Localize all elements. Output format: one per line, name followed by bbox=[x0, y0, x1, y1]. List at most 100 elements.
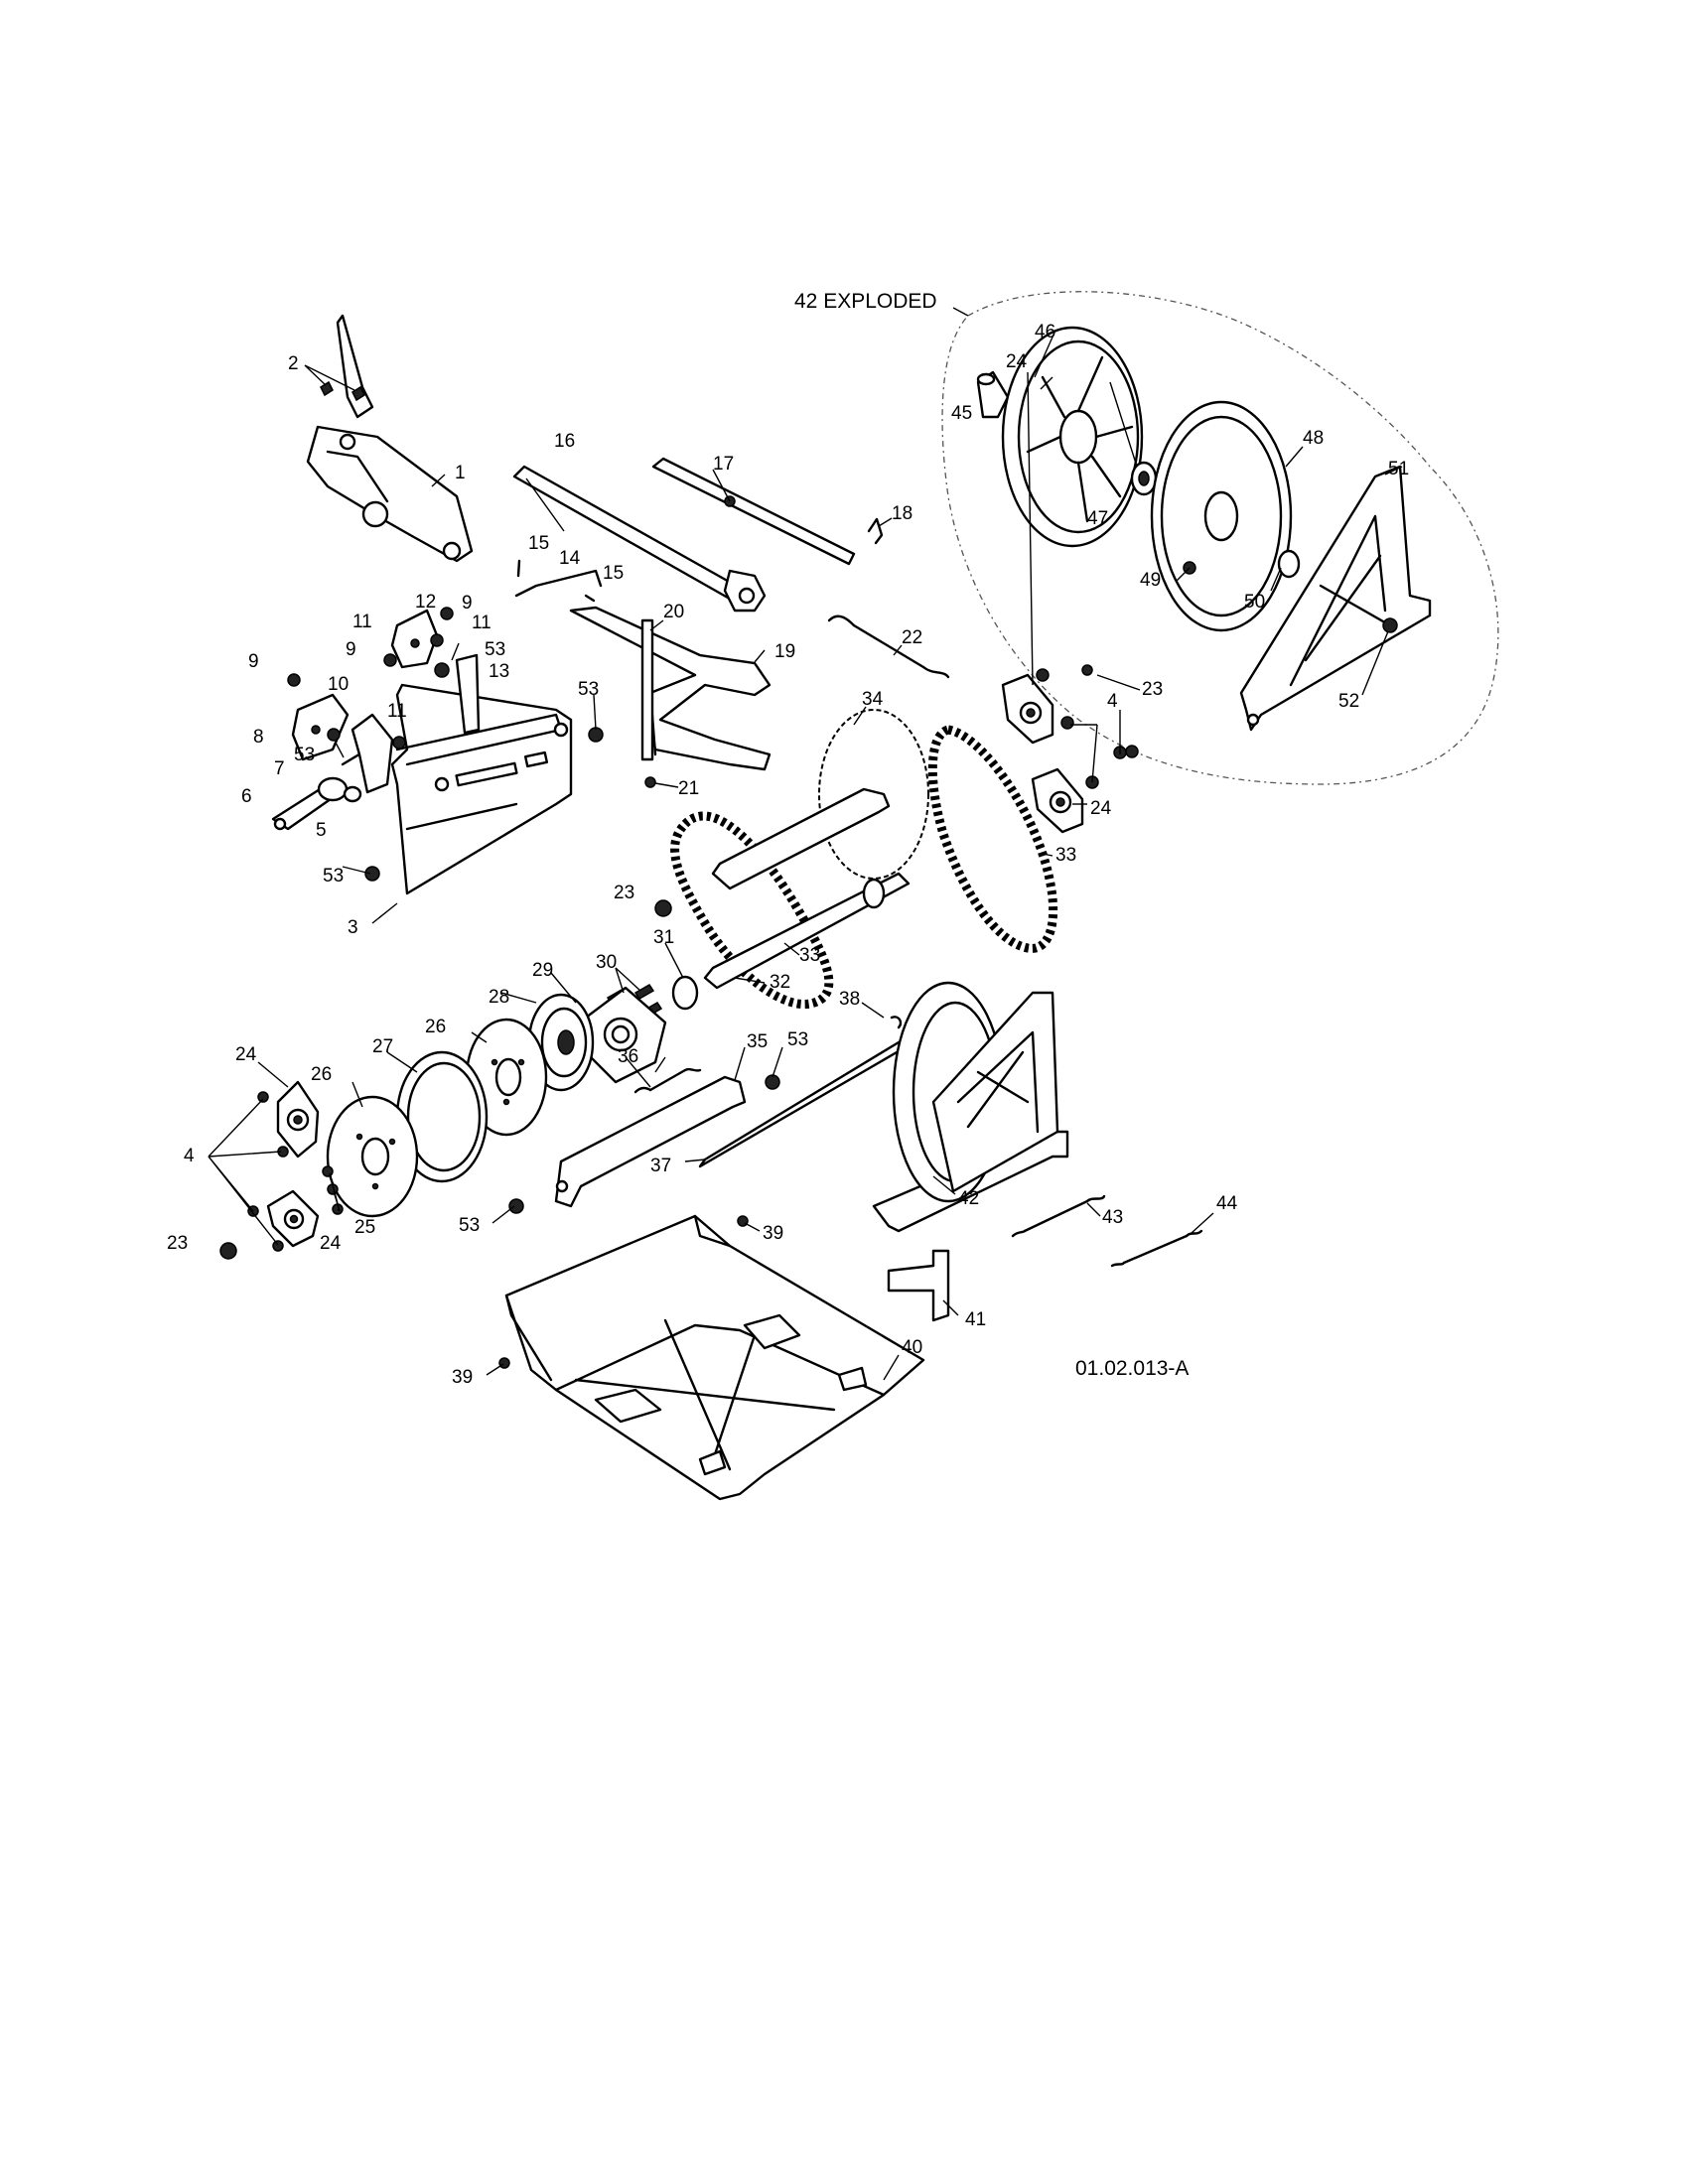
part-31-ring bbox=[671, 975, 699, 1011]
part-42-pulley-assembly bbox=[872, 981, 1069, 1233]
callout-23: 23 bbox=[614, 883, 634, 903]
callout-49: 49 bbox=[1140, 570, 1161, 591]
callout-5: 5 bbox=[316, 820, 327, 841]
callout-51: 51 bbox=[1388, 459, 1409, 479]
callout-12: 12 bbox=[415, 592, 436, 613]
part-18-clip bbox=[867, 517, 884, 545]
part-35-bracket bbox=[554, 1075, 747, 1208]
part-13-bracket bbox=[434, 653, 481, 735]
callout-30: 30 bbox=[596, 952, 617, 973]
callout-43: 43 bbox=[1102, 1207, 1123, 1228]
callout-41: 41 bbox=[965, 1309, 986, 1330]
callout-53: 53 bbox=[787, 1029, 808, 1050]
part-43-spring bbox=[1011, 1194, 1106, 1238]
callout-10: 10 bbox=[328, 674, 349, 695]
callout-35: 35 bbox=[747, 1031, 768, 1052]
callout-17: 17 bbox=[713, 454, 734, 475]
callout-26: 26 bbox=[425, 1017, 446, 1037]
callout-53: 53 bbox=[294, 745, 315, 765]
part-12-plate bbox=[390, 609, 439, 669]
part-2-screws bbox=[320, 380, 365, 402]
part-23-nuts bbox=[219, 745, 1139, 1260]
part-1-lever-assembly bbox=[306, 314, 474, 563]
part-48-pulley-half bbox=[1150, 400, 1293, 632]
callout-32: 32 bbox=[770, 972, 790, 993]
part-26-disc-lower bbox=[326, 1095, 419, 1218]
part-33-chain-right bbox=[927, 725, 1058, 953]
part-27-friction-ring bbox=[395, 1050, 489, 1183]
callout-53: 53 bbox=[459, 1215, 480, 1236]
callout-18: 18 bbox=[892, 503, 912, 524]
part-46-pulley-half bbox=[1001, 326, 1144, 548]
part-5-bushing bbox=[317, 776, 362, 803]
callout-15: 15 bbox=[528, 533, 549, 554]
callout-6: 6 bbox=[241, 786, 252, 807]
callout-46: 46 bbox=[1035, 322, 1055, 342]
callout-15: 15 bbox=[603, 563, 624, 584]
part-24-flange-left-upper bbox=[276, 1080, 320, 1159]
part-21-clip bbox=[644, 776, 656, 788]
part-38-clip bbox=[890, 1016, 903, 1029]
callout-40: 40 bbox=[902, 1337, 922, 1358]
part-3-mounting-plate bbox=[390, 683, 573, 895]
callout-9: 9 bbox=[248, 651, 259, 672]
callout-2: 2 bbox=[288, 353, 299, 374]
callout-37: 37 bbox=[650, 1156, 671, 1176]
callout-34: 34 bbox=[862, 689, 884, 710]
exploded-view-title: 42 EXPLODED bbox=[794, 290, 937, 313]
callout-4: 4 bbox=[184, 1146, 195, 1166]
callout-25: 25 bbox=[354, 1217, 375, 1238]
callout-33: 33 bbox=[799, 945, 820, 966]
callout-19: 19 bbox=[774, 641, 795, 662]
callout-53: 53 bbox=[578, 679, 599, 700]
part-52-nut bbox=[1382, 617, 1398, 633]
callout-14: 14 bbox=[559, 548, 581, 569]
callout-50: 50 bbox=[1244, 592, 1265, 613]
callout-22: 22 bbox=[902, 627, 922, 648]
callout-53: 53 bbox=[323, 866, 344, 887]
callout-11: 11 bbox=[472, 613, 491, 633]
part-17-rod bbox=[651, 457, 856, 566]
callout-39: 39 bbox=[763, 1223, 783, 1244]
callout-11: 11 bbox=[352, 612, 372, 632]
part-8-bracket bbox=[291, 693, 350, 761]
callout-26: 26 bbox=[311, 1064, 332, 1085]
callout-23: 23 bbox=[1142, 679, 1163, 700]
callout-29: 29 bbox=[532, 960, 553, 981]
part-32-shaft bbox=[703, 872, 911, 990]
part-36-spring bbox=[633, 1067, 702, 1094]
callout-52: 52 bbox=[1338, 691, 1359, 712]
exploded-view-outline bbox=[941, 291, 1499, 785]
callout-20: 20 bbox=[663, 602, 684, 622]
part-20-pin bbox=[640, 618, 654, 761]
part-34-sprocket bbox=[818, 709, 929, 880]
callout-8: 8 bbox=[253, 727, 264, 748]
callout-42: 42 bbox=[958, 1188, 979, 1209]
callout-27: 27 bbox=[372, 1036, 393, 1057]
callout-53: 53 bbox=[485, 639, 505, 660]
callout-24: 24 bbox=[320, 1233, 342, 1254]
part-40-base-pan bbox=[504, 1214, 925, 1501]
callout-13: 13 bbox=[489, 661, 509, 682]
part-29-bearing-housing bbox=[584, 986, 667, 1084]
part-10-bracket bbox=[351, 713, 394, 794]
part-15-clips bbox=[516, 559, 596, 603]
part-24-bearing-flange-lower bbox=[1031, 767, 1084, 834]
callout-44: 44 bbox=[1216, 1193, 1238, 1214]
part-53-bolts bbox=[327, 727, 780, 1214]
callout-39: 39 bbox=[452, 1367, 473, 1388]
callout-33: 33 bbox=[1055, 845, 1076, 866]
callout-3: 3 bbox=[348, 917, 358, 938]
callout-11: 11 bbox=[387, 701, 407, 722]
part-4-bolts-lower bbox=[247, 1091, 289, 1252]
callout-23: 23 bbox=[167, 1233, 188, 1254]
part-shaft-upper bbox=[711, 787, 891, 890]
part-44-spring bbox=[1110, 1229, 1203, 1268]
part-41-bracket bbox=[887, 1249, 950, 1322]
callout-7: 7 bbox=[274, 758, 285, 779]
callout-16: 16 bbox=[554, 431, 575, 452]
callout-36: 36 bbox=[618, 1046, 638, 1067]
part-50-bushing bbox=[1277, 549, 1301, 579]
callout-1: 1 bbox=[455, 463, 466, 483]
part-22-spring bbox=[827, 614, 950, 679]
